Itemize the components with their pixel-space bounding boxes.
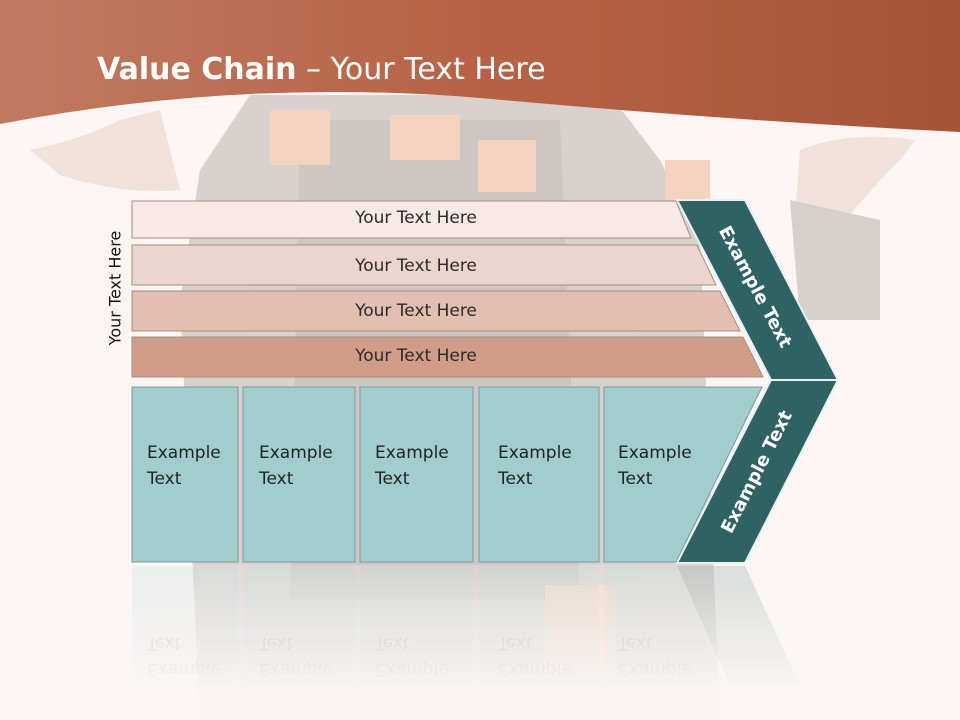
reflection [132, 566, 800, 686]
box-shape-5 [603, 386, 763, 563]
header-band [0, 0, 960, 132]
row-shape-3 [131, 290, 741, 332]
box-shape-2 [242, 386, 356, 563]
row-label-1: Your Text Here [355, 208, 477, 228]
title-bold: Value Chain [97, 52, 297, 87]
row-shape-4 [131, 336, 764, 378]
slide-title: Value Chain – Your Text Here [97, 52, 546, 87]
box-shape-4 [478, 386, 600, 563]
box-shape-3 [359, 386, 474, 563]
row-label-2: Your Text Here [355, 256, 477, 276]
row-shape-1 [131, 200, 692, 239]
box-shape-1 [131, 386, 239, 563]
title-rest: – Your Text Here [296, 52, 546, 87]
row-shape-2 [131, 244, 717, 286]
row-label-4: Your Text Here [355, 346, 477, 366]
chevron-lower [675, 379, 840, 564]
row-label-3: Your Text Here [355, 301, 477, 321]
side-label: Your Text Here [105, 230, 125, 346]
